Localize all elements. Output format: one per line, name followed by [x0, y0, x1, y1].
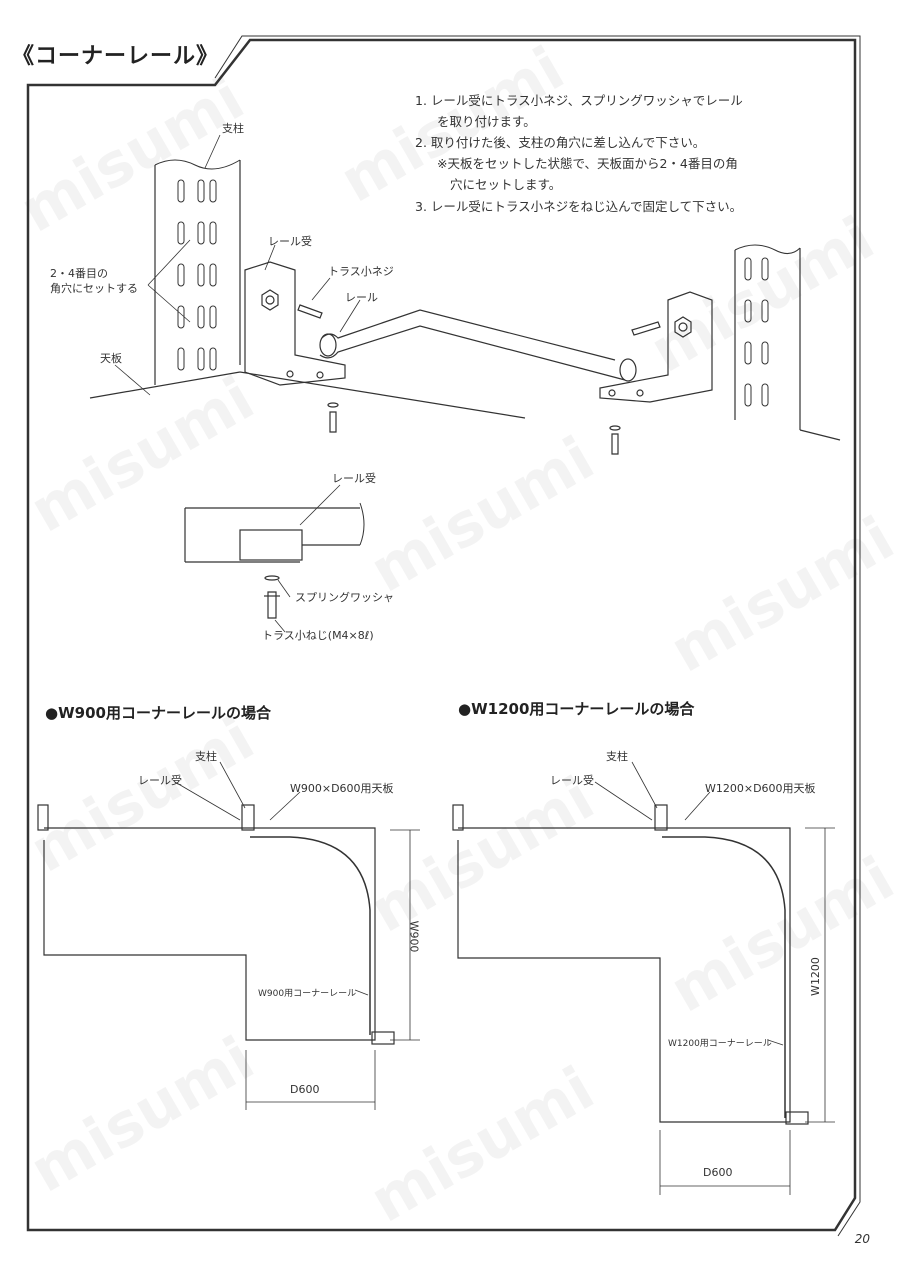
- assembly-drawing: [89, 134, 841, 455]
- instruction-note: ※天板をセットした状態で、天板面から2・4番目の角: [437, 156, 738, 171]
- label-truss-screw-spec: トラス小ねじ(M4×8ℓ): [262, 629, 374, 642]
- w1200-dim-w: W1200: [808, 957, 822, 996]
- w900-label-post: 支柱: [195, 750, 217, 763]
- post-holes-left: [177, 179, 217, 371]
- detail-drawing: [184, 484, 365, 633]
- label-post: 支柱: [222, 122, 244, 135]
- w1200-label-bracket: レール受: [550, 774, 594, 787]
- w900-label-board: W900×D600用天板: [290, 782, 394, 795]
- instruction-step-3: 3. レール受にトラス小ネジをねじ込んで固定して下さい。: [415, 199, 743, 214]
- w900-plan: [37, 761, 420, 1110]
- label-rail: レール: [345, 291, 378, 304]
- label-rail-bracket: レール受: [268, 235, 312, 248]
- w1200-label-post: 支柱: [606, 750, 628, 763]
- w1200-dim-d: D600: [703, 1166, 733, 1179]
- w1200-label-board: W1200×D600用天板: [705, 782, 816, 795]
- w1200-plan: [452, 761, 835, 1195]
- w900-dim-d: D600: [290, 1083, 320, 1096]
- label-set-holes-1: 2・4番目の: [50, 267, 108, 280]
- page-frame: [26, 35, 861, 1237]
- w900-label-bracket: レール受: [138, 774, 182, 787]
- instruction-note-cont: 穴にセットします。: [450, 177, 562, 192]
- w900-label-rail: W900用コーナーレール: [258, 989, 357, 999]
- label-detail-bracket: レール受: [332, 472, 376, 485]
- page-number: 20: [854, 1232, 870, 1246]
- instruction-step-2: 2. 取り付けた後、支柱の角穴に差し込んで下さい。: [415, 135, 706, 150]
- page-title: 《コーナーレール》: [12, 44, 220, 69]
- label-set-holes-2: 角穴にセットする: [50, 282, 138, 295]
- label-top-board: 天板: [100, 352, 122, 365]
- instruction-step-1: 1. レール受にトラス小ネジ、スプリングワッシャでレール: [415, 93, 743, 108]
- label-truss-screw: トラス小ネジ: [328, 265, 394, 278]
- post-holes-right: [744, 257, 769, 407]
- w900-heading: ●W900用コーナーレールの場合: [45, 704, 271, 722]
- label-spring-washer: スプリングワッシャ: [295, 591, 394, 604]
- w900-dim-w: W900: [407, 920, 421, 953]
- instruction-step-1-cont: を取り付けます。: [437, 114, 536, 129]
- w1200-label-rail: W1200用コーナーレール: [668, 1039, 772, 1049]
- w1200-heading: ●W1200用コーナーレールの場合: [458, 700, 695, 718]
